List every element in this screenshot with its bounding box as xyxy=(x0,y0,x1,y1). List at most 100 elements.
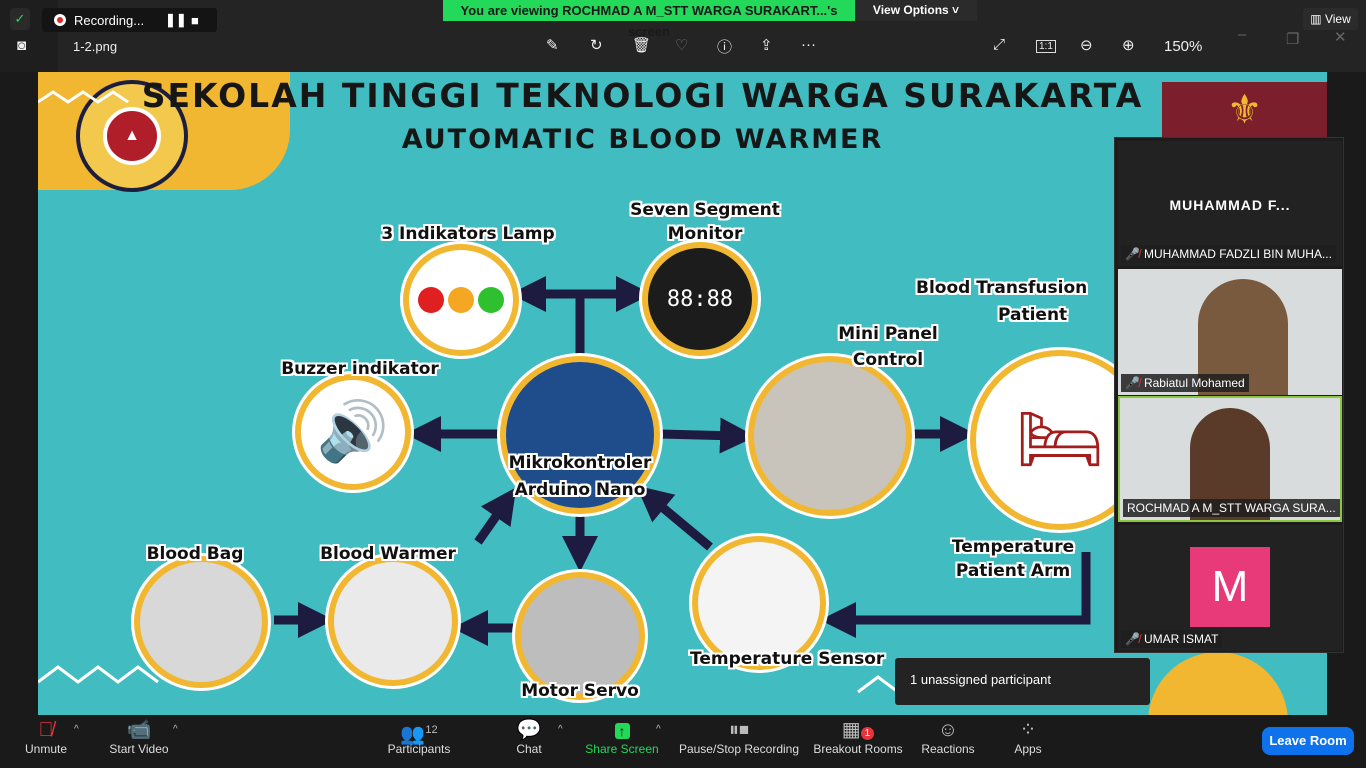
info-icon[interactable]: ⓘ xyxy=(717,39,733,56)
breakout-badge: 1 xyxy=(860,727,875,740)
more-icon[interactable]: ··· xyxy=(801,36,816,53)
muted-mic-icon: 🎤̸ xyxy=(1125,376,1140,390)
participant-name: ROCHMAD A M_STT WARGA SURA... xyxy=(1123,499,1340,517)
label-monitor: Monitor xyxy=(667,224,743,244)
video-tile-muhammad[interactable]: MUHAMMAD F... 🎤̸MUHAMMAD FADZLI BIN MUHA… xyxy=(1118,141,1342,266)
share-screen-icon: ↑ xyxy=(567,718,677,742)
label-arduino: Arduino Nano xyxy=(514,480,646,500)
video-tile-rochmad[interactable]: ROCHMAD A M_STT WARGA SURA... xyxy=(1118,396,1342,522)
view-options-label: View Options xyxy=(872,3,949,17)
label-patient-arm: Patient Arm xyxy=(955,561,1071,581)
recording-indicator: Recording... ❚❚ ■ xyxy=(42,8,217,32)
flow-arrows xyxy=(38,90,1091,694)
partner-logo: ⚜ xyxy=(1162,82,1327,138)
zoom-out-icon[interactable]: ⊖ xyxy=(1080,37,1093,54)
arrow-to-panel xyxy=(659,417,756,454)
label-lamp: 3 Indikators Lamp xyxy=(381,224,555,244)
view-button[interactable]: ▥ View xyxy=(1303,8,1358,30)
arrow-arm-to-sensor xyxy=(846,552,1091,625)
minimize-button[interactable]: – xyxy=(1238,26,1247,43)
audio-options-caret[interactable]: ^ xyxy=(74,724,79,735)
arrow-sensor-to-mcu xyxy=(636,485,713,551)
delete-icon[interactable]: 🗑 xyxy=(632,37,652,54)
edit-icon[interactable]: ✎ xyxy=(546,37,559,54)
label-patient: Patient xyxy=(998,305,1068,325)
participants-icon: 👥12 xyxy=(400,723,438,746)
avatar: M xyxy=(1190,547,1270,627)
participant-name: 🎤̸UMAR ISMAT xyxy=(1121,630,1223,648)
label-blood-transfusion: Blood Transfusion xyxy=(916,278,1088,298)
view-options-button[interactable]: View Options ˅ xyxy=(855,0,977,21)
label-control: Control xyxy=(852,350,924,370)
unmute-button[interactable]: 🎙̸Unmute xyxy=(0,718,101,756)
chat-button[interactable]: 💬Chat xyxy=(474,718,584,756)
mini-panel-image xyxy=(748,356,912,516)
share-options-caret[interactable]: ^ xyxy=(656,724,661,735)
motor-servo-image xyxy=(515,572,645,700)
reactions-icon: ☺ xyxy=(937,719,959,741)
seven-segment-image: 88:88 xyxy=(642,242,758,356)
label-blood-warmer: Blood Warmer xyxy=(320,544,456,564)
recording-label: Recording... xyxy=(74,12,145,28)
breakout-rooms-icon: ▦1 xyxy=(803,718,913,742)
participant-name: 🎤̸MUHAMMAD FADZLI BIN MUHA... xyxy=(1121,245,1336,263)
muted-mic-icon: 🎙̸ xyxy=(38,719,54,741)
label-seven-segment: Seven Segment xyxy=(630,200,780,220)
photos-app-icon[interactable]: ◙ xyxy=(17,37,27,54)
zoom-in-icon[interactable]: ⊕ xyxy=(1122,37,1135,54)
college-logo: ▲ xyxy=(76,80,188,192)
actual-size-icon[interactable]: 1:1 xyxy=(1036,40,1056,53)
participant-name: 🎤̸Rabiatul Mohamed xyxy=(1121,374,1249,392)
muted-mic-icon: 🎤̸ xyxy=(1125,632,1140,646)
video-off-icon: 📹 xyxy=(126,719,152,741)
zoom-level: 150% xyxy=(1164,38,1203,55)
buzzer-image: 🔊 xyxy=(295,374,411,490)
pause-stop-recording-button[interactable]: ⏸⏹Pause/Stop Recording xyxy=(674,718,804,756)
view-label: View xyxy=(1324,12,1351,26)
restore-button[interactable]: ❐ xyxy=(1286,31,1300,48)
apps-button[interactable]: ⁘Apps xyxy=(973,718,1083,756)
reactions-button[interactable]: ☺Reactions xyxy=(893,718,1003,756)
pause-stop-icon: ⏸⏹ xyxy=(729,719,749,741)
label-temperature-sensor: Temperature Sensor xyxy=(690,649,885,669)
blood-warmer-image xyxy=(328,556,458,686)
close-button[interactable]: ✕ xyxy=(1334,29,1347,46)
label-motor-servo: Motor Servo xyxy=(521,681,639,701)
fullscreen-icon[interactable]: ⤢ xyxy=(993,36,1006,53)
label-temperature: Temperature xyxy=(951,537,1075,557)
blood-bag-image xyxy=(134,556,268,688)
video-tile-umar[interactable]: M 🎤̸UMAR ISMAT xyxy=(1118,525,1342,651)
arrow-warmer-to-mcu xyxy=(474,487,517,545)
arduino-image xyxy=(500,356,660,514)
pause-recording-button[interactable]: ❚❚ xyxy=(165,12,187,27)
stop-recording-button[interactable]: ■ xyxy=(191,12,199,28)
video-options-caret[interactable]: ^ xyxy=(173,724,178,735)
temperature-sensor-image xyxy=(692,536,826,670)
label-mini-panel: Mini Panel xyxy=(838,324,938,344)
lamp-image xyxy=(403,244,519,356)
security-shield-icon[interactable]: ✓ xyxy=(10,8,30,30)
slide-title: SEKOLAH TINGGI TEKNOLOGI WARGA SURAKARTA xyxy=(141,76,1144,115)
rotate-icon[interactable]: ↻ xyxy=(590,37,603,54)
shared-slide: ▲ ⚜ SEKOLAH TINGGI TEKNOLOGI WARGA SURAK… xyxy=(38,72,1327,715)
slide-subtitle: AUTOMATIC BLOOD WARMER xyxy=(401,124,884,155)
breakout-tooltip: 1 unassigned participant xyxy=(895,658,1150,705)
participant-display-name: MUHAMMAD F... xyxy=(1169,197,1291,213)
apps-icon: ⁘ xyxy=(1019,719,1037,741)
favorite-icon[interactable]: ♡ xyxy=(675,37,689,54)
start-video-button[interactable]: 📹Start Video xyxy=(84,718,194,756)
video-tile-rabiatul[interactable]: 🎤̸Rabiatul Mohamed xyxy=(1118,269,1342,395)
label-blood-bag: Blood Bag xyxy=(146,544,244,564)
share-screen-button[interactable]: ↑Share Screen xyxy=(567,718,677,756)
file-name: 1-2.png xyxy=(73,39,118,54)
leave-room-button[interactable]: Leave Room xyxy=(1262,727,1354,755)
chat-options-caret[interactable]: ^ xyxy=(558,724,563,735)
meeting-toolbar xyxy=(0,716,1366,768)
share-icon[interactable]: ⇪ xyxy=(760,37,773,54)
record-icon xyxy=(54,14,66,26)
participant-video-panel: MUHAMMAD F... 🎤̸MUHAMMAD FADZLI BIN MUHA… xyxy=(1114,137,1344,653)
viewing-banner: You are viewing ROCHMAD A M_STT WARGA SU… xyxy=(443,0,855,39)
muted-mic-icon: 🎤̸ xyxy=(1125,247,1140,261)
